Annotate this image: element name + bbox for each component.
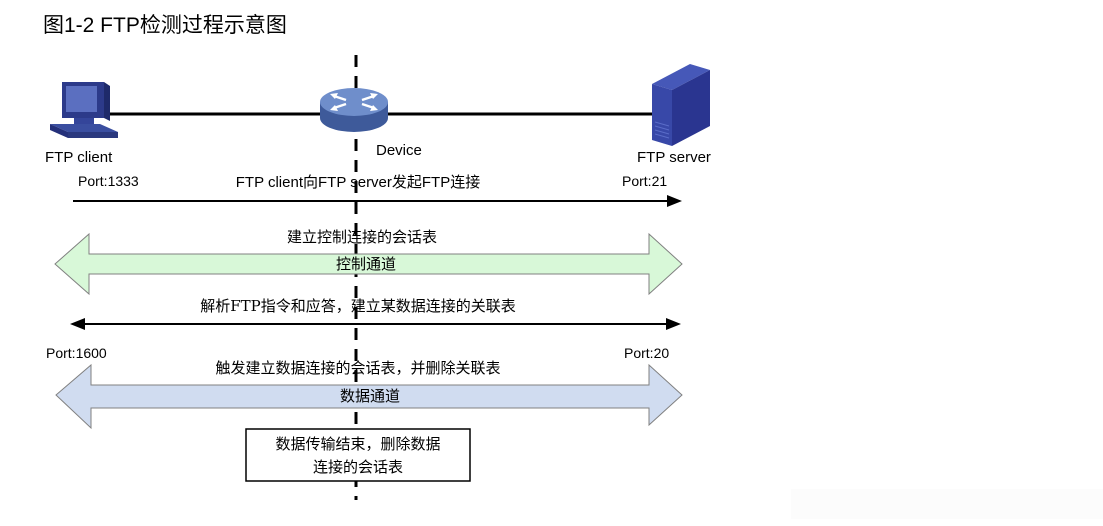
computer-icon — [50, 82, 118, 138]
client-label: FTP client — [45, 149, 113, 166]
figure-title: 图1-2 FTP检测过程示意图 — [43, 14, 287, 37]
control-session-text: 建立控制连接的会话表 — [287, 228, 437, 246]
client-port-1333: Port:1333 — [78, 173, 139, 189]
connect-arrow-head — [667, 195, 682, 207]
server-icon — [652, 64, 710, 146]
data-channel-arrow — [55, 363, 683, 430]
data-channel-label: 数据通道 — [340, 387, 400, 405]
parse-text: 解析FTP指令和应答，建立某数据连接的关联表 — [200, 297, 516, 315]
server-label: FTP server — [637, 149, 711, 166]
parse-arrow-head-right — [666, 318, 681, 330]
control-channel-arrow — [54, 232, 683, 296]
server-port-21: Port:21 — [622, 173, 667, 189]
parse-arrow-head-left — [70, 318, 85, 330]
end-box-line2: 连接的会话表 — [313, 458, 403, 476]
client-port-1600: Port:1600 — [46, 345, 107, 361]
data-trigger-text: 触发建立数据连接的会话表，并删除关联表 — [215, 359, 500, 377]
end-box — [245, 428, 471, 482]
end-box-line1: 数据传输结束，删除数据 — [275, 435, 440, 453]
background-patch — [791, 489, 1103, 519]
server-port-20: Port:20 — [624, 345, 669, 361]
device-label: Device — [376, 142, 422, 159]
connect-text: FTP client向FTP server发起FTP连接 — [236, 174, 480, 191]
router-icon — [320, 88, 388, 132]
control-channel-label: 控制通道 — [336, 255, 396, 273]
